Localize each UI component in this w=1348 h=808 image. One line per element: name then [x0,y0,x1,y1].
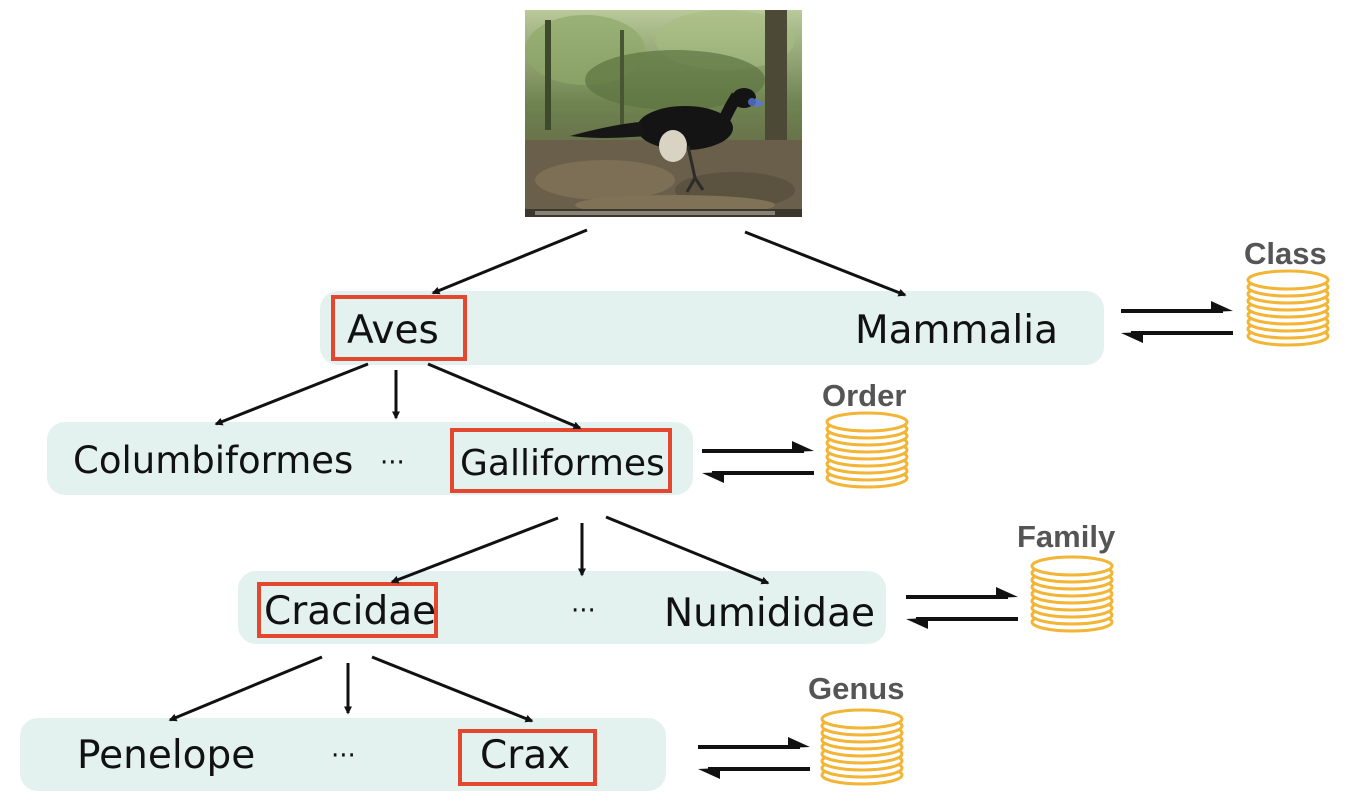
selection-box-aves [331,295,467,361]
node-numididae: Numididae [664,591,875,636]
exchange-arrows-order [702,441,814,483]
arrow-cracidae-to-penelope [168,655,323,722]
exchange-arrows-class [1121,301,1233,343]
node-aves: Aves [347,308,439,353]
ellipsis-genus: ··· [331,741,356,771]
arrow-galliformes-to-cracidae [390,516,559,584]
node-galliformes: Galliformes [460,443,665,484]
database-icon-genus [820,708,904,786]
db-title-order: Order [822,378,907,413]
node-crax: Crax [480,733,571,778]
ellipsis-order: ··· [380,448,405,478]
exchange-arrows-family [906,587,1018,629]
database-icon-family [1030,555,1114,633]
camera-trap-photo [525,10,802,217]
db-title-genus: Genus [808,671,905,706]
exchange-arrows-genus [698,737,810,779]
class-band [320,291,1104,365]
db-title-family: Family [1017,519,1116,554]
arrow-aves-to-galliformes [427,362,582,430]
arrow-aves-to-columbiformes [214,362,369,426]
selection-box-galliformes [450,428,672,493]
db-title-class: Class [1244,236,1327,271]
arrow-galliformes-to-numididae [605,515,770,585]
selection-box-cracidae [257,582,438,638]
arrow-image-to-aves [431,228,588,295]
ellipsis-family: ··· [571,596,596,626]
node-cracidae: Cracidae [264,589,437,634]
database-icon-class [1246,269,1330,347]
arrow-cracidae-to-crax [371,655,534,723]
order-band [47,422,693,495]
arrow-image-to-mammalia [744,230,907,297]
node-penelope: Penelope [77,733,256,778]
node-mammalia: Mammalia [855,308,1058,353]
node-columbiformes: Columbiformes [73,439,354,482]
selection-box-crax [458,729,597,786]
database-icon-order [825,411,909,489]
